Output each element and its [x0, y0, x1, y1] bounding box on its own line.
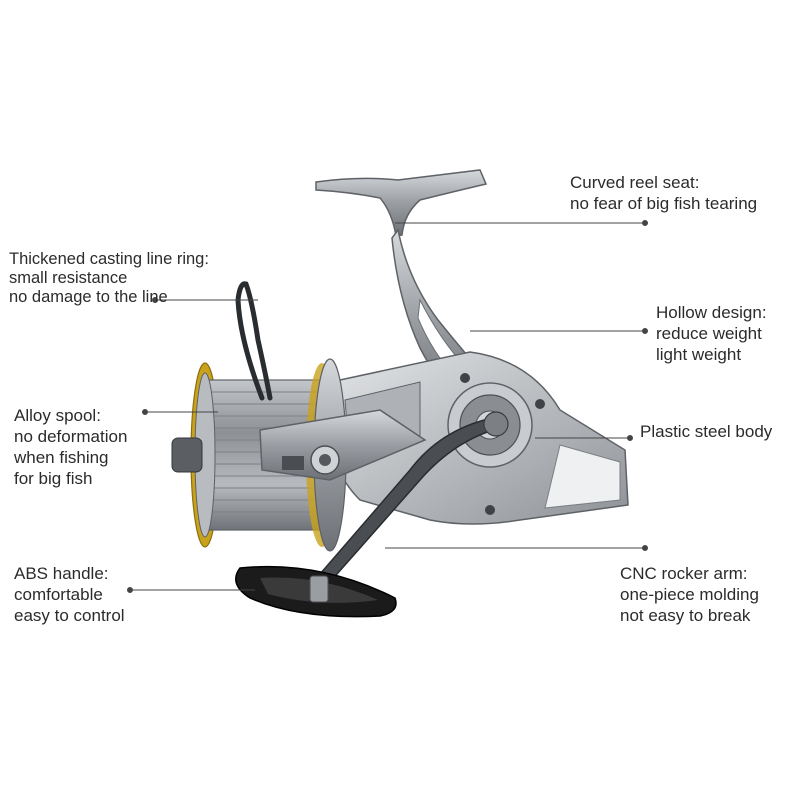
callout-text: for big fish [14, 469, 93, 488]
callout-text: comfortable [14, 585, 103, 604]
callout-title: Curved reel seat: [570, 173, 700, 192]
callout-text: light weight [656, 345, 742, 364]
callout-title: CNC rocker arm: [620, 564, 748, 583]
callout-text: no fear of big fish tearing [570, 194, 758, 213]
line-ring-bail [235, 281, 273, 401]
callout-text: reduce weight [656, 324, 762, 343]
dot-marker [152, 297, 158, 303]
dot-marker [142, 409, 148, 415]
callout-title: Alloy spool: [14, 406, 101, 425]
rotor-arm [259, 409, 427, 481]
callout-alloy-spool: Alloy spool: no deformation when fishing… [14, 405, 127, 489]
cnc-rocker-arm [318, 411, 509, 584]
callout-text: one-piece molding [620, 585, 759, 604]
callout-text: when fishing [14, 448, 109, 467]
callout-title: Plastic steel body [640, 422, 773, 441]
dot-marker [642, 220, 648, 226]
callout-title: ABS handle: [14, 564, 109, 583]
callout-plastic-steel-body: Plastic steel body [640, 421, 772, 442]
dot-marker [642, 328, 648, 334]
callout-title: Thickened casting line ring: [9, 250, 209, 268]
callout-title: Hollow design: [656, 303, 767, 322]
leader-lines [127, 220, 648, 593]
abs-handle [235, 565, 397, 618]
callout-cnc-rocker-arm: CNC rocker arm: one-piece molding not ea… [620, 563, 759, 626]
callout-line-ring: Thickened casting line ring: small resis… [9, 250, 209, 307]
callout-text: small resistance [9, 269, 128, 287]
callout-text: easy to control [14, 606, 125, 625]
callout-text: no deformation [14, 427, 128, 446]
dot-marker [642, 545, 648, 551]
callout-text: no damage to the line [9, 288, 168, 306]
callout-abs-handle: ABS handle: comfortable easy to control [14, 563, 125, 626]
callout-hollow-design: Hollow design: reduce weight light weigh… [656, 302, 767, 365]
reel-seat [315, 169, 488, 237]
dot-marker [127, 587, 133, 593]
dot-marker [627, 435, 633, 441]
callout-reel-seat: Curved reel seat: no fear of big fish te… [570, 172, 757, 214]
callout-text: not easy to break [620, 606, 751, 625]
